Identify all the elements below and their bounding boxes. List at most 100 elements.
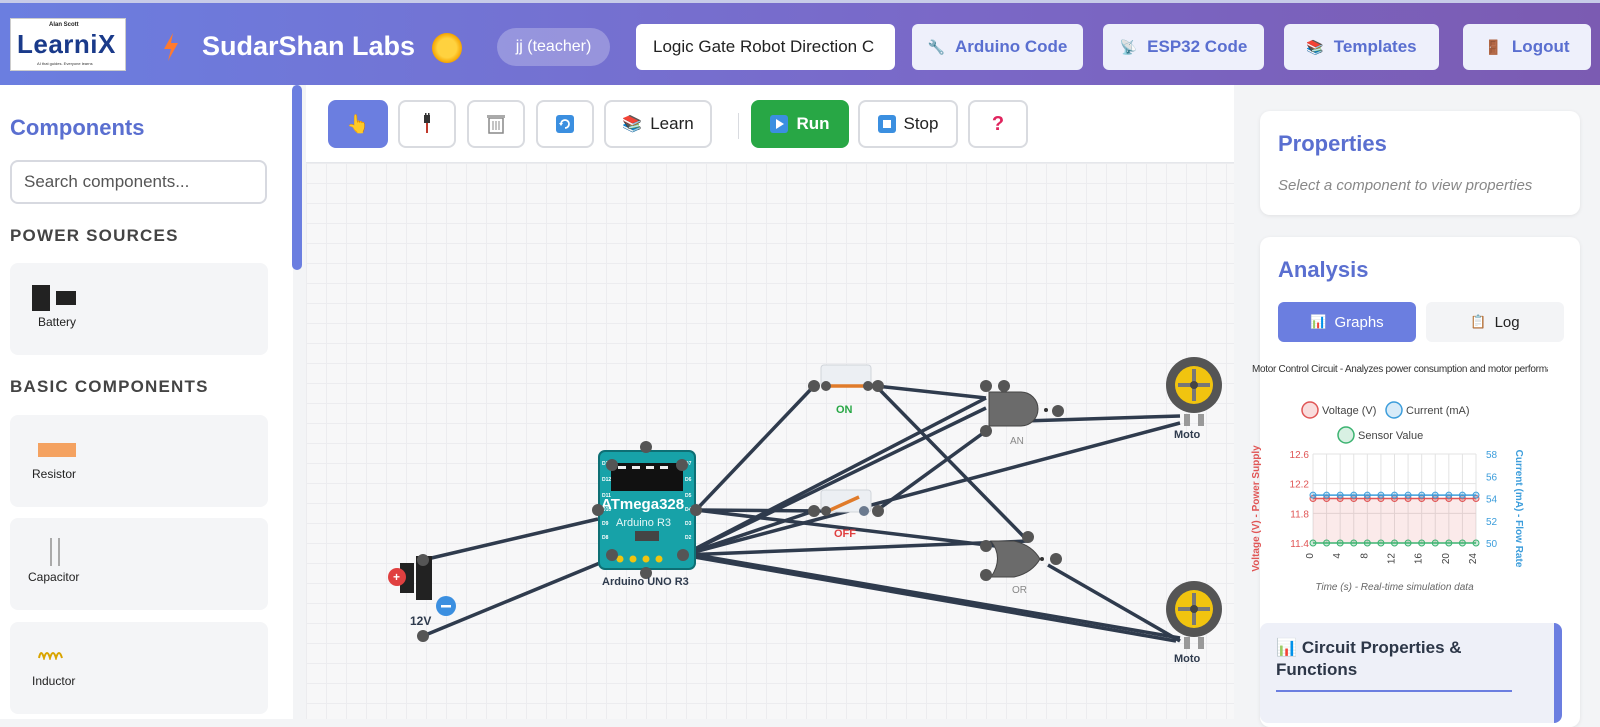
resistor-icon <box>38 443 76 457</box>
legend-label: Current (mA) <box>1406 405 1470 417</box>
resistor-label: Resistor <box>32 467 77 481</box>
data-point <box>1445 491 1453 499</box>
delete-tool-button[interactable] <box>467 100 525 148</box>
data-point <box>1404 539 1412 547</box>
circuit-canvas[interactable]: + 12V ATmega328 Arduino R3 D13 D12 D11 D… <box>306 163 1234 719</box>
battery-positive-terminal[interactable] <box>388 568 406 586</box>
logout-label: Logout <box>1511 37 1570 56</box>
trash-icon <box>487 115 505 134</box>
wire[interactable] <box>682 421 1181 557</box>
wire[interactable] <box>682 539 1029 557</box>
wire[interactable] <box>1023 414 1181 423</box>
run-button[interactable]: Run <box>751 100 849 148</box>
arduino-code-button[interactable]: 🔧 Arduino Code <box>912 24 1083 70</box>
wire[interactable] <box>875 384 987 400</box>
motor-1-label: Moto <box>1174 429 1201 441</box>
x-tick-label: 4 <box>1332 553 1343 559</box>
wire-tool-button[interactable] <box>398 100 456 148</box>
data-point <box>1363 491 1371 499</box>
satellite-icon: 📡 <box>1119 38 1138 55</box>
and-gate[interactable]: AN <box>980 380 1064 447</box>
y-right-tick-label: 56 <box>1486 472 1498 483</box>
run-label: Run <box>796 114 830 133</box>
data-point <box>1350 539 1358 547</box>
select-tool-button[interactable]: 👆 <box>328 100 388 148</box>
component-card-battery[interactable]: Battery <box>10 263 268 355</box>
pin-label: D11 <box>602 493 611 499</box>
data-point <box>1350 491 1358 499</box>
esp32-code-button[interactable]: 📡 ESP32 Code <box>1103 24 1264 70</box>
learn-label: Learn <box>650 114 694 133</box>
y-right-tick-label: 50 <box>1486 539 1498 550</box>
books-icon: 📚 <box>1306 38 1324 55</box>
templates-label: Templates <box>1333 37 1417 56</box>
chart-title: Motor Control Circuit - Analyzes power c… <box>1252 364 1548 375</box>
pin-label: D5 <box>685 493 692 499</box>
data-point <box>1472 539 1480 547</box>
help-button[interactable]: ? <box>968 100 1028 148</box>
arduino-label: Arduino UNO R3 <box>602 576 689 588</box>
canvas-toolbar: 👆 📚 Learn Run Stop ? <box>306 85 1234 163</box>
pin-label: D9 <box>602 521 609 527</box>
learnix-logo[interactable]: Alan Scott LearniX AI that guides. Every… <box>10 18 126 71</box>
project-name-input[interactable] <box>636 24 895 70</box>
wire[interactable] <box>1047 563 1181 643</box>
wrench-icon: 🔧 <box>927 38 946 55</box>
wire[interactable] <box>682 553 1177 643</box>
templates-button[interactable]: 📚 Templates <box>1284 24 1439 70</box>
pin-label: D4 <box>685 507 692 513</box>
search-components-input[interactable] <box>10 160 267 204</box>
logo-small-text: Alan Scott <box>49 22 79 28</box>
circuit-drawing: + 12V ATmega328 Arduino R3 D13 D12 D11 D… <box>388 357 1222 665</box>
data-point <box>1418 539 1426 547</box>
motor-2[interactable]: Moto <box>1166 581 1222 665</box>
data-point <box>1309 539 1317 547</box>
circuit-properties-card[interactable]: 📊 Circuit Properties & Functions <box>1260 623 1562 723</box>
wire-plug-icon <box>424 113 430 133</box>
wire[interactable] <box>422 556 613 638</box>
data-point <box>1363 539 1371 547</box>
switch-on[interactable]: ON <box>808 364 884 416</box>
stop-button[interactable]: Stop <box>858 100 958 148</box>
y-left-tick-label: 11.8 <box>1290 509 1309 520</box>
tab-graphs[interactable]: 📊 Graphs <box>1278 302 1416 342</box>
wire[interactable] <box>422 517 599 562</box>
switch-off[interactable]: OFF <box>808 489 884 540</box>
wire[interactable] <box>695 553 1181 640</box>
wire[interactable] <box>694 384 816 512</box>
learn-button[interactable]: 📚 Learn <box>604 100 712 148</box>
y-right-tick-label: 52 <box>1486 517 1498 528</box>
tab-graphs-label: Graphs <box>1334 313 1384 331</box>
rotate-tool-button[interactable] <box>536 100 594 148</box>
component-card-resistor[interactable]: Resistor <box>10 415 268 507</box>
component-card-capacitor[interactable]: Capacitor <box>10 518 268 610</box>
wire[interactable] <box>695 508 827 513</box>
or-gate-label: OR <box>1012 585 1027 596</box>
battery-icon <box>32 285 76 311</box>
motor-1[interactable]: Moto <box>1166 357 1222 441</box>
sidebar-scrollbar[interactable] <box>292 85 302 270</box>
arduino-uno-board[interactable]: ATmega328 Arduino R3 D13 D12 D11 D10 D9 … <box>592 441 702 588</box>
wire[interactable] <box>874 384 1030 543</box>
legend-label: Sensor Value <box>1358 430 1423 442</box>
y-right-axis-label: Current (mA) - Flow Rate <box>1513 450 1524 568</box>
door-icon: 🚪 <box>1484 38 1502 55</box>
data-point <box>1323 491 1331 499</box>
battery-12v[interactable]: + 12V <box>388 554 456 642</box>
data-point <box>1431 539 1439 547</box>
motor-2-label: Moto <box>1174 653 1201 665</box>
battery-voltage-label: 12V <box>410 614 431 628</box>
data-point <box>1445 539 1453 547</box>
toolbar-divider <box>738 113 739 139</box>
wire[interactable] <box>874 429 988 513</box>
or-gate[interactable]: OR <box>980 531 1062 596</box>
wire[interactable] <box>682 406 987 557</box>
user-badge[interactable]: jj (teacher) <box>497 28 610 66</box>
tab-log[interactable]: 📋 Log <box>1426 302 1564 342</box>
y-left-tick-label: 12.6 <box>1290 450 1310 461</box>
logout-button[interactable]: 🚪 Logout <box>1463 24 1591 70</box>
logo-main-text: LearniX <box>17 29 116 59</box>
y-right-tick-label: 54 <box>1486 495 1498 506</box>
component-card-inductor[interactable]: Inductor <box>10 622 268 714</box>
analysis-title: Analysis <box>1278 257 1369 282</box>
